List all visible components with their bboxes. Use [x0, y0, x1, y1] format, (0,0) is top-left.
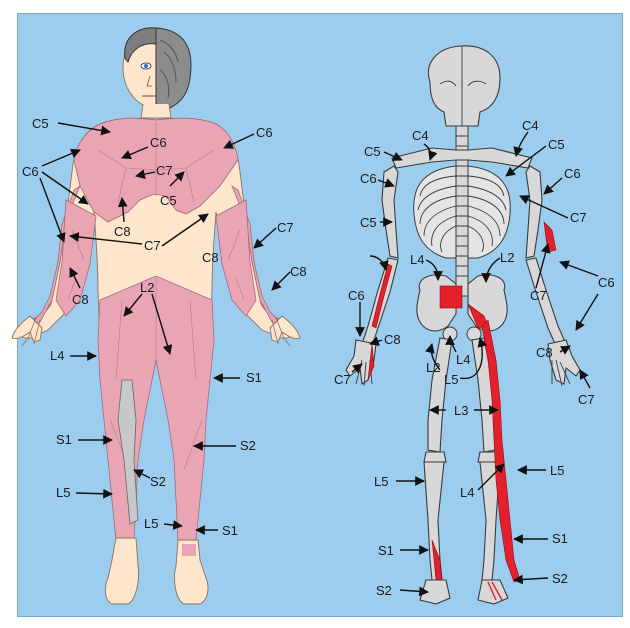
label-c6-left: C6 [360, 171, 377, 186]
label-s1-ankle: S1 [222, 523, 238, 538]
label-c7-chest: C7 [156, 163, 173, 178]
label-c5-shoulder: C5 [32, 116, 49, 131]
label-c8-left-forearm: C8 [72, 292, 89, 307]
label-c6-left-forearm: C6 [348, 288, 365, 303]
label-l4-pelvis: L4 [410, 252, 424, 267]
label-c7-right: C7 [570, 210, 587, 225]
label-c5-left-arm: C5 [360, 215, 377, 230]
label-l5-left-leg: L5 [374, 474, 388, 489]
label-l4: L4 [50, 348, 64, 363]
label-l5-hip: L5 [444, 372, 458, 387]
label-c6-chest: C6 [150, 135, 167, 150]
label-s1-right-leg: S1 [552, 531, 568, 546]
label-l4-hip: L4 [456, 352, 470, 367]
label-c6-left-arm: C6 [22, 164, 39, 179]
label-c4-left: C4 [412, 128, 429, 143]
label-l5-right-leg: L5 [550, 463, 564, 478]
label-s1-right-thigh: S1 [246, 370, 262, 385]
label-c5-right: C5 [548, 137, 565, 152]
label-c6-right: C6 [564, 166, 581, 181]
label-c7-left-hand: C7 [334, 372, 351, 387]
label-s2-left-foot: S2 [376, 583, 392, 598]
label-s2-right-foot: S2 [552, 571, 568, 586]
label-l2-pelvis: L2 [500, 250, 514, 265]
label-c7-right-forearm: C7 [530, 288, 547, 303]
label-c8-right-forearm: C8 [290, 264, 307, 279]
back-skeleton-figure [346, 46, 580, 604]
pelvis-red-patch [440, 286, 462, 308]
label-c7-right-hand: C7 [578, 392, 595, 407]
label-s2-right-calf: S2 [240, 438, 256, 453]
label-c8-mid: C8 [202, 250, 219, 265]
label-l5-left-calf: L5 [56, 485, 70, 500]
skull [428, 46, 500, 126]
label-c7-waist: C7 [144, 238, 161, 253]
label-c8-right-hand: C8 [536, 345, 553, 360]
label-s2-left-calf: S2 [150, 474, 166, 489]
front-right-foot [105, 538, 138, 604]
label-c5-chest: C5 [160, 193, 177, 208]
label-l4-right-leg: L4 [460, 485, 474, 500]
label-s1-left-leg: S1 [378, 543, 394, 558]
label-s1-left-knee: S1 [56, 432, 72, 447]
label-c8-left-hand: C8 [384, 332, 401, 347]
label-c8-chest: C8 [114, 224, 131, 239]
label-c5-left: C5 [364, 144, 381, 159]
label-l3: L3 [454, 403, 468, 418]
label-c4-right: C4 [522, 118, 539, 133]
label-c6-right-shoulder: C6 [256, 125, 273, 140]
label-c6-right-forearm: C6 [598, 275, 615, 290]
label-l5-ankle: L5 [144, 516, 158, 531]
label-c7-right-arm: C7 [277, 220, 294, 235]
label-l2-hip: L2 [426, 360, 440, 375]
label-l2: L2 [140, 280, 154, 295]
front-head [123, 28, 191, 118]
